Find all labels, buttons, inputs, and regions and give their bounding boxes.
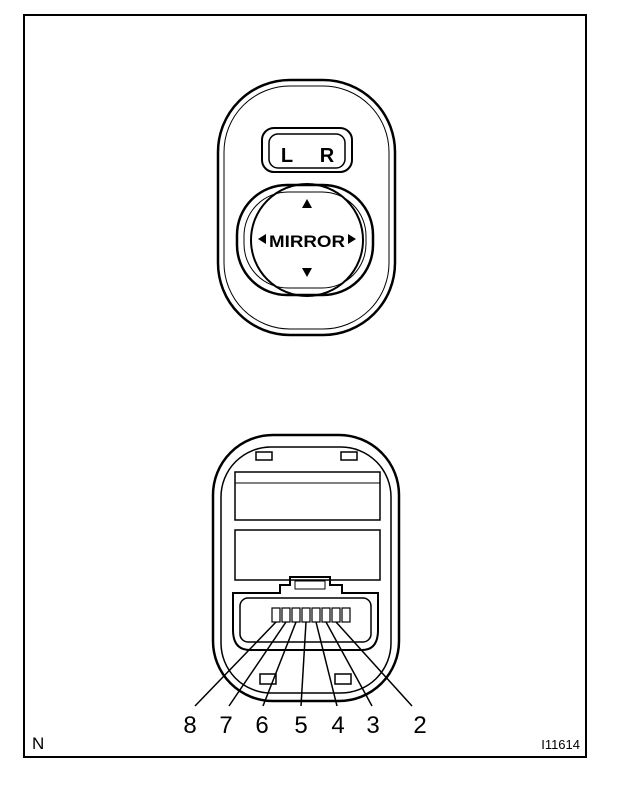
terminal-2 — [331, 607, 341, 623]
rear-housing-outer — [211, 433, 401, 703]
bottom-clip-left — [259, 673, 277, 685]
switch-housing-outer — [216, 78, 397, 337]
leader-5 — [300, 621, 307, 707]
bottom-clip-right — [334, 673, 352, 685]
diagram-border — [23, 14, 587, 758]
leader-4 — [315, 621, 338, 707]
upper-cavity — [234, 471, 381, 521]
corner-label: N — [32, 734, 44, 753]
pad-label: MIRROR — [269, 232, 345, 251]
rear-housing-inner — [220, 446, 392, 694]
arrow-left-icon — [258, 234, 266, 244]
mirror-adjust-pad: MIRROR — [235, 183, 375, 297]
middle-cavity — [234, 529, 381, 581]
selector-label-right: R — [320, 145, 335, 167]
arrow-up-icon — [302, 199, 312, 208]
terminal-number: 8 — [183, 712, 196, 739]
terminal-5 — [301, 607, 311, 623]
pad-bezel-inner — [243, 191, 367, 289]
terminal-8 — [271, 607, 281, 623]
leader-6 — [262, 621, 297, 707]
terminal-number: 4 — [331, 712, 344, 739]
terminal-7 — [281, 607, 291, 623]
switch-housing-inner — [223, 85, 390, 330]
switch-front-view: L R MIRROR — [216, 78, 397, 337]
leader-2 — [335, 621, 413, 707]
connector-latch — [294, 580, 326, 590]
leader-8 — [194, 621, 277, 707]
leader-3 — [325, 621, 373, 707]
terminal-number: 2 — [413, 712, 426, 739]
selector-switch: L R — [261, 127, 353, 173]
selector-outline — [261, 127, 353, 173]
pad-button — [250, 183, 364, 297]
terminal-4 — [311, 607, 321, 623]
terminal-spare — [341, 607, 351, 623]
terminal-6 — [291, 607, 301, 623]
terminal-numbers: 8 7 6 5 4 3 2 — [183, 712, 426, 739]
leader-lines — [194, 621, 413, 707]
selector-label-left: L — [281, 145, 293, 167]
terminal-row — [271, 607, 351, 623]
top-clip-right — [340, 451, 358, 461]
terminal-number: 7 — [219, 712, 232, 739]
terminal-number: 5 — [294, 712, 307, 739]
terminal-number: 3 — [366, 712, 379, 739]
leader-7 — [228, 621, 287, 707]
connector-housing — [232, 576, 379, 651]
terminal-3 — [321, 607, 331, 623]
terminal-number: 6 — [255, 712, 268, 739]
selector-knob — [268, 133, 346, 169]
arrow-right-icon — [348, 234, 356, 244]
top-clip-left — [255, 451, 273, 461]
arrow-down-icon — [302, 268, 312, 277]
figure-code: I11614 — [541, 737, 580, 752]
